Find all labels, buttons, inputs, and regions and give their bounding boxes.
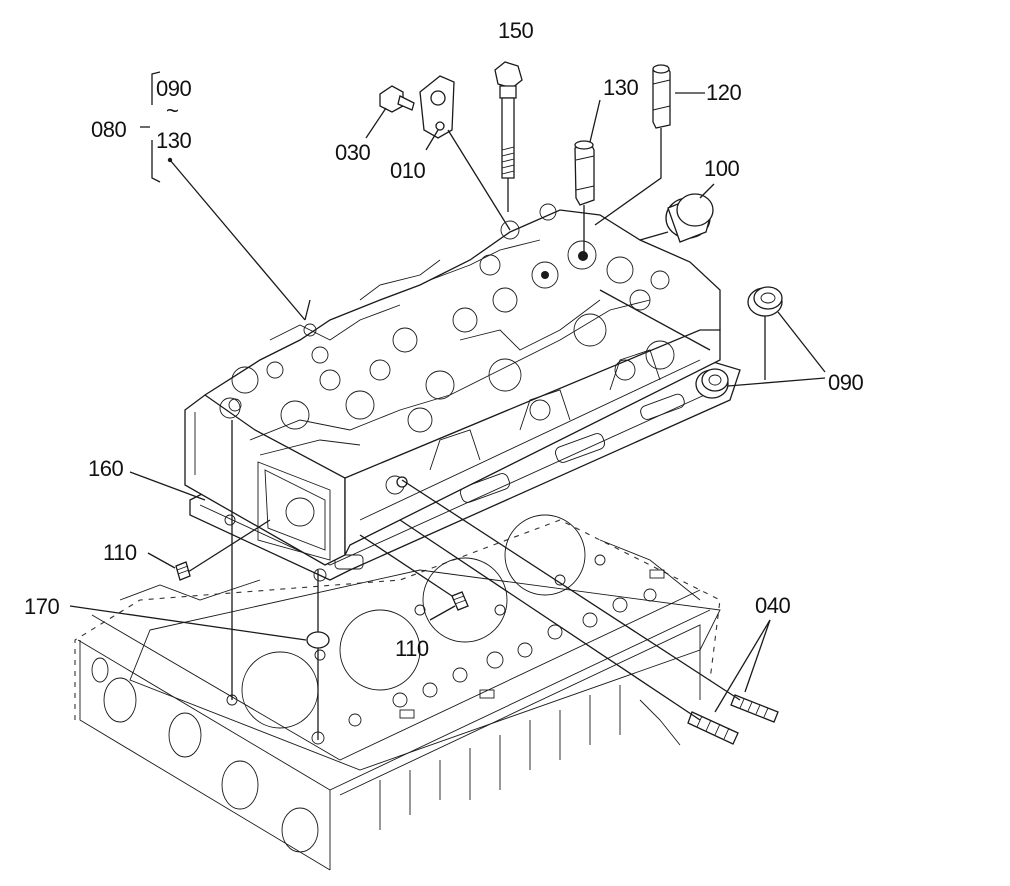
seal-090-upper [747, 286, 783, 317]
seal-090-lower [695, 368, 729, 399]
cylinder-head [184, 203, 721, 566]
stud-110-left [175, 561, 191, 581]
callout-040: 040 [755, 593, 790, 618]
callout-150: 150 [498, 18, 533, 43]
bolt-030 [379, 85, 415, 113]
callout-130: 130 [603, 75, 638, 100]
valve-guide-130 [574, 140, 595, 206]
callout-110-center: 110 [395, 636, 429, 661]
callout-110-left: 110 [103, 540, 137, 565]
bracket-080 [167, 157, 173, 163]
callout-170: 170 [24, 594, 59, 619]
callout-010: 010 [390, 158, 425, 183]
hanger-bracket-010 [419, 75, 455, 139]
valve-guide-120 [652, 64, 671, 129]
stud-040-upper [730, 694, 779, 723]
stud-110-center [451, 591, 469, 611]
callout-090: 090 [828, 370, 863, 395]
bracket-range-tilde: ~ [166, 98, 178, 123]
stud-040-lower [687, 711, 739, 745]
callout-100: 100 [704, 156, 739, 181]
engine-block [74, 519, 721, 871]
head-bolt-150 [494, 61, 523, 179]
callout-160: 160 [88, 456, 123, 481]
callout-030: 030 [335, 140, 370, 165]
block-gasket-surface [129, 514, 721, 771]
bracket-range-end: 130 [156, 128, 191, 153]
leader-lines [69, 71, 826, 740]
callout-080: 080 [91, 117, 126, 142]
bracket-range-start: 090 [156, 76, 191, 101]
plug-100 [665, 193, 714, 243]
o-ring-170 [306, 631, 330, 649]
callout-labels: 150 130 120 100 090 030 010 080 090 ~ 13… [24, 18, 864, 661]
callout-120: 120 [706, 80, 741, 105]
